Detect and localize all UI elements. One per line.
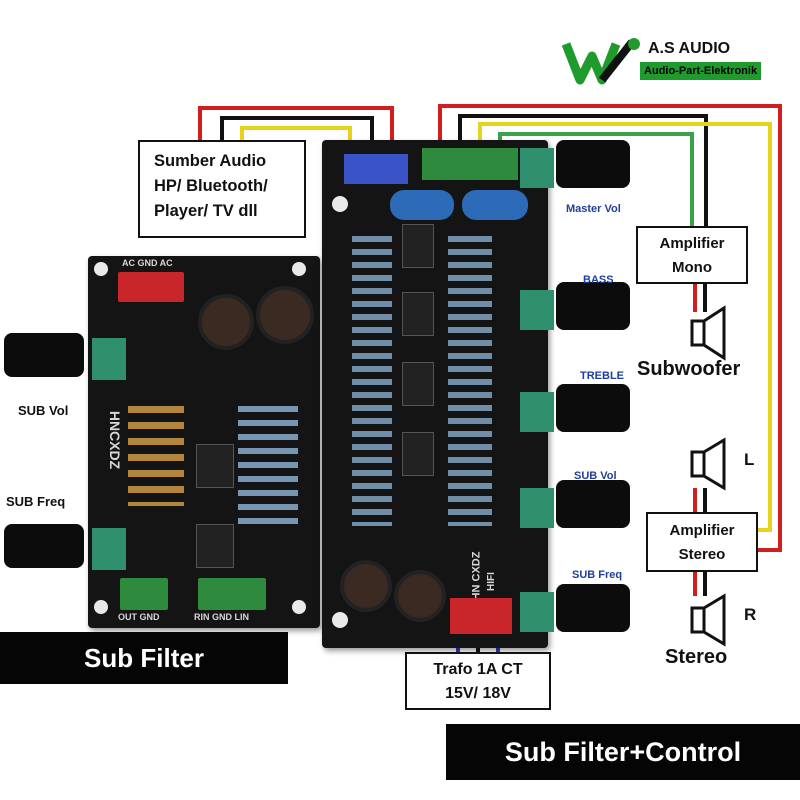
speaker-right-icon [690,593,726,647]
mount-hole [94,600,108,614]
ic-chip [196,444,234,488]
wire-black-source [220,116,374,158]
label-sub-vol-right: SUB Vol [574,470,617,482]
resistor-row [448,236,492,526]
ic-chip [196,524,234,568]
brand-logo: A.S AUDIO Audio-Part-Elektronik [562,34,770,90]
amp-mono-line-1: Amplifier [659,235,725,252]
resistor-row [238,406,298,526]
brand-name: A.S AUDIO [648,40,731,57]
pot-sub-vol [520,488,554,528]
pot-bass [520,290,554,330]
mount-hole [292,600,306,614]
sub-filter-control-board: HN CXDZ HIFI [322,140,548,648]
label-treble: TREBLE [580,370,624,382]
speaker-left-icon [690,437,726,491]
sub-filter-banner: Sub Filter [0,632,288,684]
sub-freq-knob[interactable] [4,524,84,568]
resistor-row [352,236,392,526]
subwoofer-label: Subwoofer [637,358,741,380]
speaker-left-label: L [744,450,755,469]
transformer-box: Trafo 1A CT 15V/ 18V [405,652,551,710]
wire-black-top [458,114,708,226]
ic-chip [402,224,434,268]
pot-treble [520,392,554,432]
silk-ac: AC GND AC [122,258,173,268]
source-line-2: HP/ Bluetooth/ [154,177,268,195]
label-bass: BASS [583,274,614,286]
capacitor [198,294,254,350]
source-line-3: Player/ TV dll [154,202,258,220]
sub-filter-control-banner: Sub Filter+Control [446,724,800,780]
audio-source-box: Sumber Audio HP/ Bluetooth/ Player/ TV d… [138,140,306,238]
ac-terminal [118,272,184,302]
mount-hole [94,262,108,276]
trafo-line-1: Trafo 1A CT [433,661,523,678]
knob-bass[interactable] [556,282,630,330]
ic-chip [402,362,434,406]
pot-sub-freq [520,592,554,632]
sub-filter-board: AC GND AC HNCXDZ OUT GND RIN GND LIN [88,256,320,628]
capacitor [340,560,392,612]
speaker-right-label: R [744,605,757,624]
amplifier-stereo-box: Amplifier Stereo [646,512,758,572]
film-capacitor [390,190,454,220]
out-terminal [120,578,168,610]
amp-mono-line-2: Mono [672,259,712,276]
amp-stereo-line-1: Amplifier [669,522,735,539]
sub-vol-pot [92,338,126,380]
trafo-line-2: 15V/ 18V [445,685,511,702]
board-model-right-2: HIFI [485,572,497,591]
amplifier-mono-box: Amplifier Mono [636,226,748,284]
label-master-vol: Master Vol [566,203,621,215]
amp-stereo-line-2: Stereo [678,546,726,563]
ic-chip [402,292,434,336]
board-model-right: HN CXDZ [470,551,483,601]
silk-in: RIN GND LIN [194,612,249,622]
source-line-1: Sumber Audio [154,152,267,170]
knob-treble[interactable] [556,384,630,432]
capacitor [394,570,446,622]
power-terminal-red [450,598,512,634]
knob-sub-freq[interactable] [556,584,630,632]
input-terminal-blue [344,154,408,184]
resistor-row [128,406,184,506]
stereo-label: Stereo [665,646,728,668]
board-model: HNCXDZ [107,410,124,470]
film-capacitor [462,190,528,220]
capacitor [256,286,314,344]
logo-mark-icon [562,38,640,85]
mount-hole [332,612,348,628]
wire-red-top [438,104,782,552]
sub-vol-knob[interactable] [4,333,84,377]
label-sub-vol-left: SUB Vol [18,403,69,418]
output-terminal-green [422,148,518,180]
silk-out: OUT GND [118,612,160,622]
knob-sub-vol[interactable] [556,480,630,528]
in-terminal [198,578,266,610]
mount-hole [332,196,348,212]
ic-chip [402,432,434,476]
pot-master-vol [520,148,554,188]
subwoofer-speaker-icon [690,305,726,361]
sub-freq-pot [92,528,126,570]
brand-tagline: Audio-Part-Elektronik [640,62,762,80]
mount-hole [292,262,306,276]
label-sub-freq-left: SUB Freq [6,494,66,509]
knob-master-vol[interactable] [556,140,630,188]
wire-red-source [198,106,394,158]
label-sub-freq-right: SUB Freq [572,569,623,581]
